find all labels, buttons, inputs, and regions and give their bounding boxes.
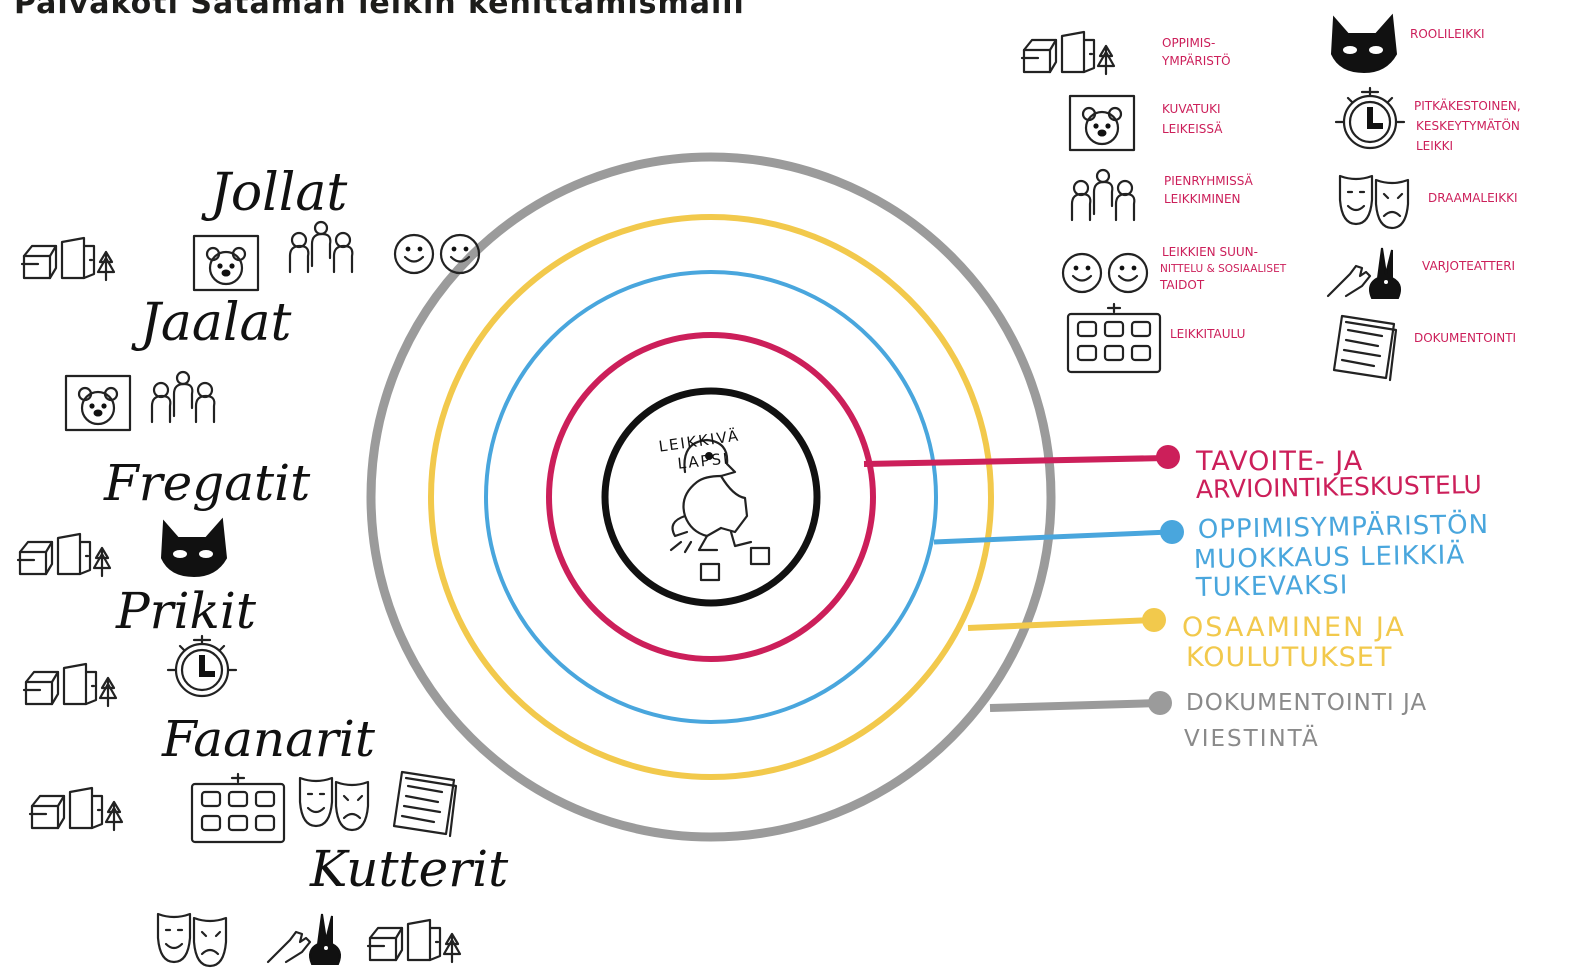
legend-item-small-group: PIENRYHMISSÄ LEIKKIMINEN: [1070, 168, 1254, 222]
ring-label-gray: DOKUMENTOINTI JA VIESTINTÄ: [1184, 690, 1427, 752]
group-name: Jollat: [201, 163, 347, 223]
group-name: Faanarit: [161, 710, 376, 768]
ring-outer-gray: [366, 152, 1056, 842]
legend-label-line1: LEIKKITAULU: [1170, 327, 1245, 341]
legend-label-line2: LEIKKIMINEN: [1164, 192, 1241, 206]
legend-item-long-play: PITKÄKESTOINEN, KESKEYTYMÄTÖN LEIKKI: [1334, 86, 1521, 153]
ring-label-yellow-line1: OSAAMINEN JA: [1182, 612, 1406, 643]
ring-label-blue: OPPIMISYMPÄRISTÖN MUOKKAUS LEIKKIÄ TUKEV…: [1194, 508, 1490, 603]
ring-magenta: [546, 332, 876, 662]
center-label-line2: LAPSI: [677, 449, 731, 472]
ring-label-blue-line2: MUOKKAUS LEIKKIÄ: [1194, 538, 1466, 575]
ring-label-yellow-line2: KOULUTUKSET: [1186, 642, 1392, 673]
ring-label-yellow: OSAAMINEN JA KOULUTUKSET: [1182, 612, 1406, 673]
legend-label-line2: YMPÄRISTÖ: [1161, 52, 1231, 68]
legend-label-line1: KUVATUKI: [1162, 102, 1221, 116]
ring-label-magenta: TAVOITE- JA ARVIOINTIKESKUSTELU: [1195, 446, 1482, 504]
ring-label-blue-line3: TUKEVAKSI: [1195, 570, 1349, 603]
ring-label-blue-line1: OPPIMISYMPÄRISTÖN: [1198, 508, 1490, 545]
group-name: Kutterit: [309, 840, 509, 898]
learning-environment-icon: [1020, 30, 1116, 76]
legend-item-shadow-theater: VARJOTEATTERI: [1326, 246, 1515, 300]
legend: OPPIMIS- YMPÄRISTÖ KUVATUKI LEIKEISSÄ PI…: [1020, 15, 1521, 382]
legend-label-line1: PIENRYHMISSÄ: [1164, 173, 1254, 188]
group-jollat: Jollat: [20, 163, 481, 292]
group-name: Jaalat: [131, 293, 291, 353]
clock-icon: [1334, 86, 1406, 150]
connector-yellow: [967, 608, 1166, 632]
drama-masks-icon: [1338, 174, 1410, 230]
ring-label-gray-line1: DOKUMENTOINTI JA: [1186, 690, 1427, 716]
ring-label-magenta-line1: TAVOITE- JA: [1195, 446, 1363, 477]
group-jaalat: Jaalat: [64, 293, 291, 432]
legend-label-line3: TAIDOT: [1159, 278, 1205, 292]
legend-label-line1: LEIKKIEN SUUN-: [1162, 245, 1258, 259]
legend-label-line1: DOKUMENTOINTI: [1414, 331, 1516, 345]
legend-label-line2: NITTELU & SOSIAALISET: [1160, 263, 1287, 275]
legend-item-learning-environment: OPPIMIS- YMPÄRISTÖ: [1020, 30, 1231, 76]
group-name: Prikit: [115, 582, 257, 640]
small-group-icon: [1070, 168, 1136, 222]
legend-item-documentation: DOKUMENTOINTI: [1332, 314, 1516, 382]
legend-label-line2: LEIKEISSÄ: [1162, 121, 1223, 136]
connector-magenta: [863, 445, 1180, 469]
ring-yellow: [428, 214, 994, 780]
legend-label-line1: VARJOTEATTERI: [1422, 259, 1515, 273]
legend-item-social-skills: LEIKKIEN SUUN- NITTELU & SOSIAALISET TAI…: [1061, 245, 1287, 294]
legend-label-line1: PITKÄKESTOINEN,: [1414, 98, 1521, 113]
legend-label-line2: KESKEYTYMÄTÖN: [1416, 117, 1520, 133]
legend-item-role-play: ROOLILEIKKI: [1331, 15, 1485, 73]
legend-label-line1: DRAAMALEIKKI: [1428, 191, 1518, 205]
legend-item-play-board: LEIKKITAULU: [1066, 302, 1245, 374]
legend-label-line1: OPPIMIS-: [1162, 36, 1215, 50]
legend-item-drama-play: DRAAMALEIKKI: [1338, 174, 1518, 230]
group-name: Fregatit: [103, 454, 311, 512]
legend-item-picture-support: KUVATUKI LEIKEISSÄ: [1068, 94, 1223, 152]
legend-label-line3: LEIKKI: [1416, 139, 1453, 153]
center-circle: LEIKKIVÄ LAPSI: [601, 387, 821, 607]
legend-label-line1: ROOLILEIKKI: [1410, 27, 1485, 41]
connector-gray: [989, 691, 1172, 715]
documents-icon: [1332, 314, 1398, 382]
ring-label-gray-line2: VIESTINTÄ: [1184, 724, 1320, 752]
picture-support-icon: [1068, 94, 1136, 152]
page-title: Päiväkoti Sataman leikin kehittämismalli: [14, 0, 745, 21]
play-board-icon: [1066, 302, 1162, 374]
group-kutterit: Kutterit: [156, 840, 509, 968]
smiley-faces-icon: [1061, 252, 1149, 294]
role-mask-icon: [1331, 15, 1397, 73]
connector-blue: [933, 520, 1184, 545]
group-prikit: Prikit: [22, 582, 257, 708]
group-fregatit: Fregatit: [16, 454, 311, 578]
ring-label-magenta-line2: ARVIOINTIKESKUSTELU: [1196, 470, 1482, 504]
ring-blue: [484, 270, 938, 724]
shadow-theater-icon: [1326, 246, 1402, 300]
group-faanarit: Faanarit: [28, 710, 458, 844]
